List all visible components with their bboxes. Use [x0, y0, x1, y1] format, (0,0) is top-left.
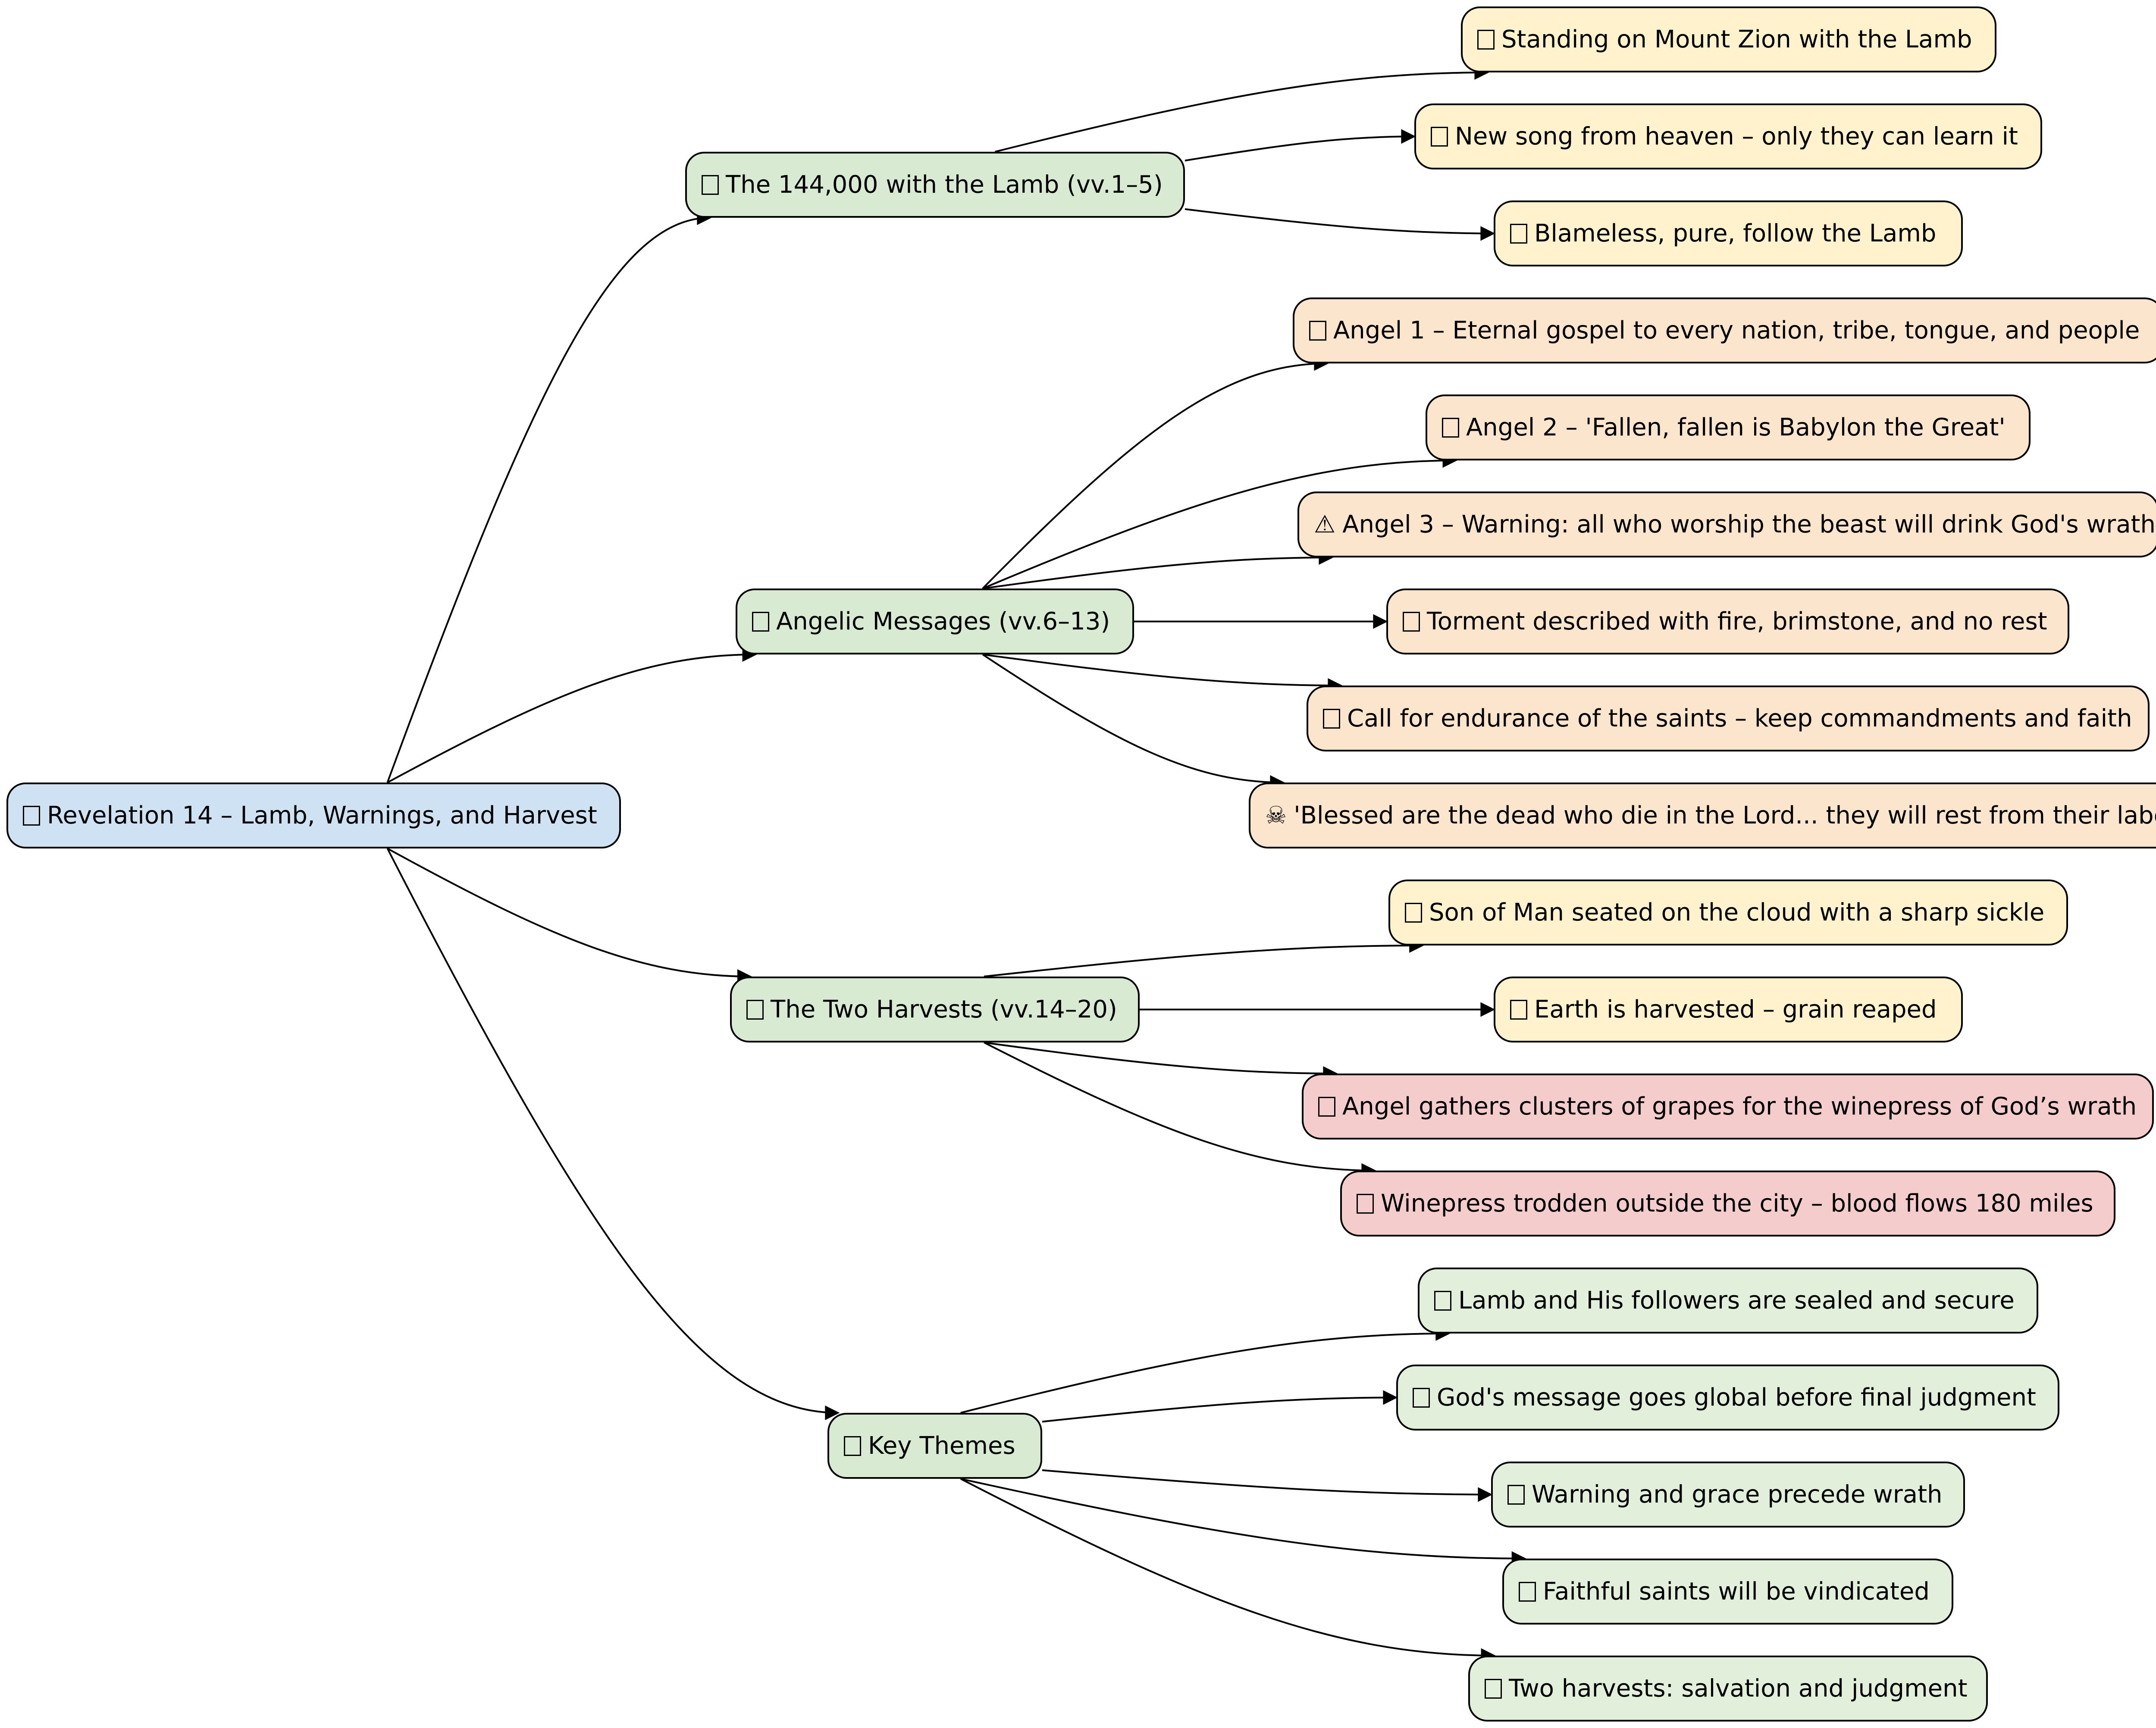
seal-icon — [1434, 1290, 1451, 1311]
grapes-icon — [1318, 1096, 1335, 1117]
edge-section-to-detail — [960, 1478, 1496, 1663]
detail-node: Warning and grace precede wrath — [1491, 1462, 1965, 1528]
section-label: The 144,000 with the Lamb (vv.1–5) — [726, 171, 1163, 199]
detail-node: Torment described with fire, brimstone, … — [1386, 589, 2069, 654]
detail-node: Standing on Mount Zion with the Lamb — [1461, 6, 1996, 72]
root-label: Revelation 14 – Lamb, Warnings, and Harv… — [47, 801, 597, 830]
detail-node: God's message goes global before final j… — [1396, 1365, 2059, 1431]
detail-node: Angel 1 – Eternal gospel to every nation… — [1293, 297, 2156, 363]
edge-section-to-detail — [982, 453, 1457, 589]
section-label: The Two Harvests (vv.14–20) — [771, 995, 1117, 1024]
warning-icon: ⚠ — [1314, 510, 1336, 538]
megaphone-icon — [1413, 1387, 1430, 1408]
edge-root-to-section — [387, 848, 752, 984]
edge-section-to-detail — [1042, 1390, 1398, 1423]
crown-icon — [1405, 902, 1422, 923]
drop-icon — [1357, 1193, 1374, 1214]
section-node-angels: Angelic Messages (vv.6–13) — [736, 589, 1134, 654]
shield-icon — [1510, 223, 1527, 244]
edge-section-to-detail — [982, 654, 1285, 790]
alarm-icon — [1507, 1484, 1525, 1505]
detail-node: New song from heaven – only they can lea… — [1414, 103, 2042, 169]
globe-icon — [1309, 320, 1326, 341]
edge-root-to-section — [387, 647, 757, 783]
book-icon — [23, 805, 40, 826]
music-note-icon — [1431, 126, 1448, 147]
edge-section-to-detail — [982, 550, 1334, 589]
section-node-lamb: The 144,000 with the Lamb (vv.1–5) — [685, 152, 1185, 218]
lamb-icon — [702, 175, 719, 195]
detail-node: Two harvests: salvation and judgment — [1468, 1656, 1988, 1722]
edge-section-to-detail — [982, 356, 1329, 589]
detail-node: Faithful saints will be vindicated — [1502, 1559, 1953, 1625]
section-node-harvests: The Two Harvests (vv.14–20) — [730, 977, 1140, 1042]
edge-section-to-detail — [984, 938, 1424, 977]
grain-icon — [1485, 1678, 1502, 1699]
edge-section-to-detail — [984, 1042, 1338, 1081]
section-label: Key Themes — [868, 1432, 1015, 1460]
detail-node: Blameless, pure, follow the Lamb — [1494, 200, 1963, 266]
detail-node: Winepress trodden outside the city – blo… — [1340, 1171, 2115, 1237]
detail-node: ⚠ Angel 3 – Warning: all who worship the… — [1297, 491, 2156, 557]
edge-root-to-section — [386, 210, 712, 783]
detail-node: Call for endurance of the saints – keep … — [1307, 686, 2150, 751]
hands-icon — [1323, 708, 1340, 729]
section-label: Angelic Messages (vv.6–13) — [776, 607, 1110, 635]
detail-node: ☠ 'Blessed are the dead who die in the L… — [1249, 783, 2156, 848]
brain-icon — [844, 1436, 861, 1456]
edge-section-to-detail — [960, 1326, 1451, 1414]
mountain-icon — [1477, 29, 1495, 50]
detail-node: Lamb and His followers are sealed and se… — [1418, 1268, 2038, 1334]
edge-section-to-detail — [984, 1042, 1376, 1178]
detail-node: Son of Man seated on the cloud with a sh… — [1388, 880, 2068, 945]
edge-section-to-detail — [982, 654, 1343, 693]
detail-node: Angel 2 – 'Fallen, fallen is Babylon the… — [1426, 394, 2031, 460]
edge-section-to-detail — [1185, 129, 1416, 162]
hands-icon — [1519, 1581, 1536, 1602]
megaphone-icon — [752, 611, 769, 632]
edge-section-to-detail — [1042, 1469, 1493, 1502]
grain-icon — [1510, 999, 1527, 1020]
edge-section-to-detail — [995, 65, 1489, 153]
root-node: Revelation 14 – Lamb, Warnings, and Harv… — [6, 783, 621, 848]
section-node-themes: Key Themes — [827, 1413, 1042, 1479]
fire-icon — [1403, 611, 1420, 632]
skull-icon: ☠ — [1265, 801, 1287, 830]
detail-node: Angel gathers clusters of grapes for the… — [1302, 1074, 2154, 1139]
city-icon — [1442, 417, 1459, 438]
edge-section-to-detail — [960, 1478, 1526, 1566]
edge-root-to-section — [386, 848, 840, 1420]
harvest-icon — [746, 999, 764, 1020]
detail-node: Earth is harvested – grain reaped — [1494, 977, 1963, 1042]
edge-section-to-detail — [1185, 208, 1495, 241]
